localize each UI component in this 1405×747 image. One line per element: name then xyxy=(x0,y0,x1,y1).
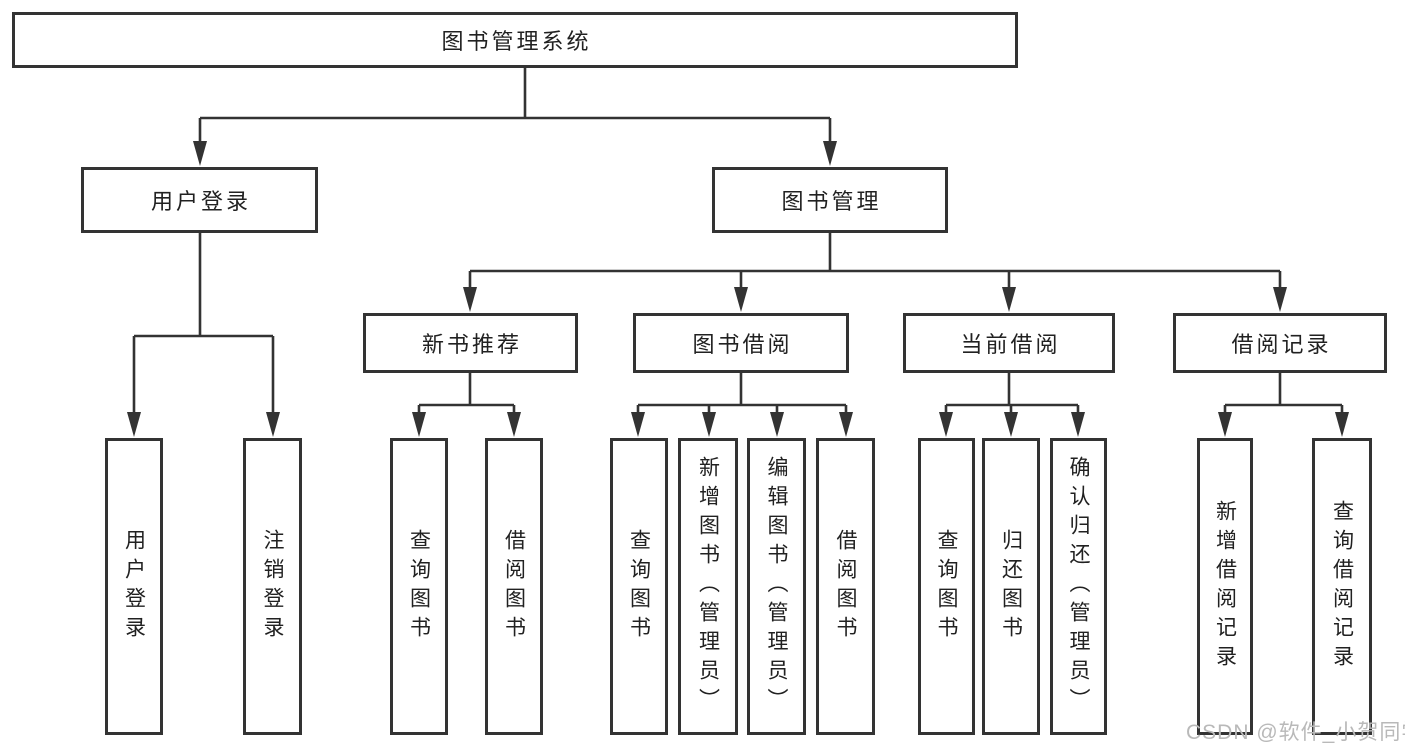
leaf-borrow-books-borrowing: 借阅图书 xyxy=(816,438,875,735)
node-label: 编辑图书（管理员） xyxy=(765,456,788,717)
edge-user-login-children xyxy=(132,232,275,415)
leaf-edit-book-admin: 编辑图书（管理员） xyxy=(747,438,806,735)
leaf-add-borrow-record: 新增借阅记录 xyxy=(1197,438,1253,735)
leaf-logout: 注销登录 xyxy=(243,438,302,735)
node-label: 图书管理 xyxy=(781,189,882,214)
leaf-borrow-books-recommend: 借阅图书 xyxy=(485,438,543,735)
arrow-icon xyxy=(770,412,784,437)
arrow-icon xyxy=(823,141,837,166)
node-library-management-system: 图书管理系统 xyxy=(12,12,1018,68)
leaf-return-books: 归还图书 xyxy=(982,438,1040,735)
node-book-borrowing: 图书借阅 xyxy=(633,313,849,373)
arrow-icon xyxy=(266,412,280,437)
edge-book-borrowing-children xyxy=(636,372,848,416)
node-label: 图书管理系统 xyxy=(441,29,592,54)
node-label: 查询借阅记录 xyxy=(1330,499,1354,674)
arrow-icon xyxy=(939,412,953,437)
leaf-confirm-return-admin: 确认归还（管理员） xyxy=(1050,438,1107,735)
node-label: 新书推荐 xyxy=(421,332,522,357)
arrow-icon xyxy=(507,412,521,437)
edge-book-management-children xyxy=(468,232,1282,290)
arrow-icon xyxy=(193,141,207,166)
arrow-icon xyxy=(1335,412,1349,437)
arrow-icon xyxy=(463,287,477,312)
arrow-icon xyxy=(1002,287,1016,312)
node-label: 借阅记录 xyxy=(1231,332,1332,357)
leaf-add-book-admin: 新增图书（管理员） xyxy=(678,438,738,735)
arrow-icon xyxy=(1004,412,1018,437)
node-label: 图书借阅 xyxy=(692,332,793,357)
edge-current-borrowing-children xyxy=(944,372,1080,416)
edge-root-to-level2 xyxy=(198,67,832,145)
edge-borrowing-records-children xyxy=(1223,372,1344,416)
node-label: 新增图书（管理员） xyxy=(696,456,720,717)
node-label: 查询图书 xyxy=(935,528,958,645)
arrowheads xyxy=(127,141,1349,437)
node-label: 用户登录 xyxy=(150,189,251,214)
leaf-search-books-recommend: 查询图书 xyxy=(390,438,448,735)
node-user-login: 用户登录 xyxy=(81,167,318,233)
node-label: 确认归还（管理员） xyxy=(1067,456,1090,717)
node-label: 新增借阅记录 xyxy=(1213,499,1237,674)
node-new-book-recommend: 新书推荐 xyxy=(363,313,578,373)
node-label: 借阅图书 xyxy=(502,528,526,645)
arrow-icon xyxy=(412,412,426,437)
node-label: 归还图书 xyxy=(999,528,1023,645)
arrow-icon xyxy=(1071,412,1085,437)
node-label: 借阅图书 xyxy=(834,528,857,645)
csdn-watermark: CSDN @软件_小贺同学 xyxy=(1186,721,1405,744)
edge-new-book-recommend-children xyxy=(417,372,516,416)
leaf-user-login: 用户登录 xyxy=(105,438,163,735)
node-label: 用户登录 xyxy=(122,528,146,645)
arrow-icon xyxy=(839,412,853,437)
node-label: 查询图书 xyxy=(627,528,651,645)
node-label: 当前借阅 xyxy=(960,332,1061,357)
node-book-management: 图书管理 xyxy=(712,167,948,233)
arrow-icon xyxy=(1273,287,1287,312)
arrow-icon xyxy=(734,287,748,312)
node-borrowing-records: 借阅记录 xyxy=(1173,313,1387,373)
node-current-borrowing: 当前借阅 xyxy=(903,313,1115,373)
leaf-search-books-borrowing: 查询图书 xyxy=(610,438,668,735)
node-label: 注销登录 xyxy=(261,528,284,645)
leaf-search-books-current: 查询图书 xyxy=(918,438,975,735)
arrow-icon xyxy=(1218,412,1232,437)
node-label: 查询图书 xyxy=(407,528,431,645)
arrow-icon xyxy=(127,412,141,437)
leaf-search-borrow-record: 查询借阅记录 xyxy=(1312,438,1372,735)
arrow-icon xyxy=(631,412,645,437)
arrow-icon xyxy=(702,412,716,437)
